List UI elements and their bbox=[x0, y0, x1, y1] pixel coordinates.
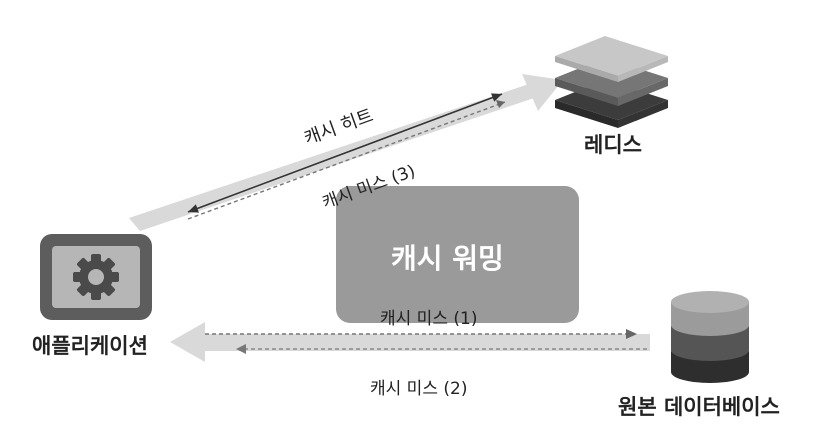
redis-label: 레디스 bbox=[584, 133, 642, 157]
cache-miss-2-label: 캐시 미스 (2) bbox=[370, 379, 468, 399]
cache-miss-1-label: 캐시 미스 (1) bbox=[380, 309, 478, 329]
gear-icon bbox=[73, 254, 119, 300]
application-icon bbox=[40, 234, 152, 320]
arrow-band-db-app bbox=[170, 322, 650, 362]
cache-warming-box bbox=[336, 186, 579, 323]
database-icon bbox=[671, 291, 749, 383]
cache-miss-2-arrowhead bbox=[236, 344, 246, 354]
database-label: 원본 데이터베이스 bbox=[618, 395, 780, 419]
cache-miss-1-arrowhead bbox=[626, 329, 637, 339]
cache-miss-3-arrowhead bbox=[496, 100, 505, 108]
cache-hit-arrow bbox=[187, 93, 503, 213]
cache-warming-label: 캐시 워밍 bbox=[391, 242, 504, 275]
cache-miss-3-arrow bbox=[187, 101, 506, 220]
redis-icon bbox=[555, 36, 668, 128]
application-label: 애플리케이션 bbox=[32, 334, 148, 358]
